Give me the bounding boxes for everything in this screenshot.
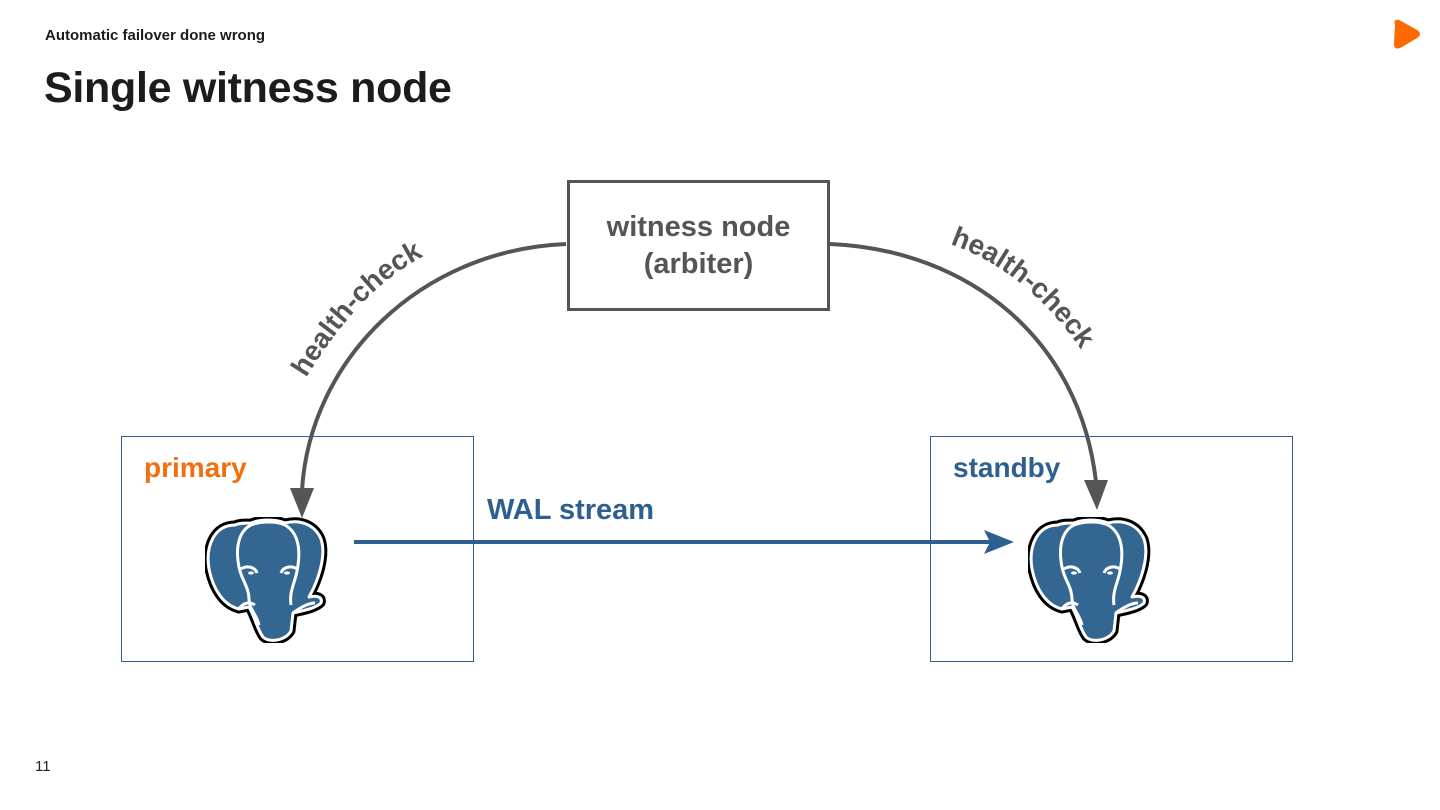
wal-stream-arrowhead (984, 530, 1014, 554)
wal-stream-label: WAL stream (487, 494, 655, 526)
witness-node-box: witness node (arbiter) (567, 180, 830, 311)
health-check-label-right: health-check (948, 221, 1102, 354)
primary-node-box (121, 436, 474, 662)
health-check-arrow-left (300, 242, 567, 491)
postgresql-elephant-icon (205, 517, 328, 643)
page-number: 11 (35, 758, 51, 775)
witness-node-label: witness node (606, 210, 791, 243)
section-label: Automatic failover done wrong (45, 27, 266, 44)
postgresql-elephant-icon (1028, 517, 1151, 643)
health-check-label-left: health-check (285, 234, 427, 381)
health-check-arrowhead-right (1084, 480, 1108, 510)
primary-label: primary (144, 452, 247, 483)
standby-node-box (930, 436, 1293, 662)
standby-label: standby (953, 452, 1061, 483)
health-check-arrowhead-left (290, 488, 314, 518)
witness-node-sublabel: (arbiter) (643, 247, 754, 280)
brand-logo-icon (1394, 19, 1420, 49)
health-check-arrow-right (829, 242, 1098, 483)
slide-title: Single witness node (44, 64, 452, 112)
